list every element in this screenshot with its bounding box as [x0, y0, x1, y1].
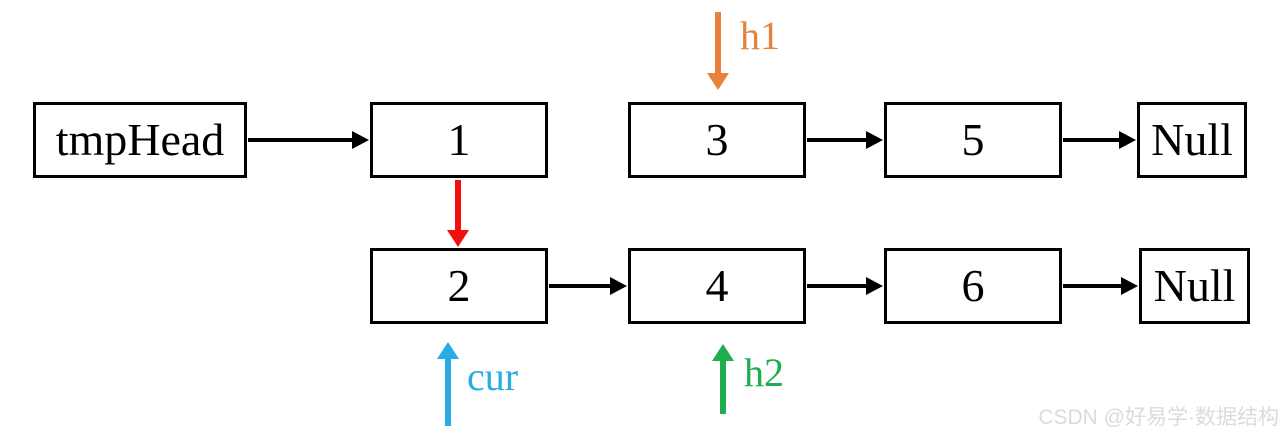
node-3: 3 [628, 102, 806, 178]
node-6: 6 [884, 248, 1062, 324]
link-arrow-tmphead-to-1 [248, 131, 369, 149]
arrow-head-icon [610, 277, 627, 295]
arrow-head-icon [352, 131, 369, 149]
arrow-head-icon [707, 73, 729, 90]
arrow-line [715, 12, 721, 73]
arrow-head-icon [447, 230, 469, 247]
arrow-head-icon [866, 277, 883, 295]
arrow-head-icon [712, 344, 734, 361]
node-null-bottom: Null [1139, 248, 1250, 324]
node-1: 1 [370, 102, 548, 178]
arrow-head-icon [437, 342, 459, 359]
node-tmphead: tmpHead [33, 102, 247, 178]
arrow-line [807, 138, 866, 142]
cur-pointer-arrow-icon [437, 342, 459, 426]
arrow-line [1063, 284, 1121, 288]
arrow-head-icon [1119, 131, 1136, 149]
h1-pointer-arrow-icon [707, 12, 729, 90]
arrow-line [1063, 138, 1119, 142]
arrow-line [455, 180, 461, 230]
link-arrow-3-to-5 [807, 131, 883, 149]
arrow-line [248, 138, 352, 142]
red-link-arrow-1-to-2-icon [447, 180, 469, 247]
node-2: 2 [370, 248, 548, 324]
arrow-line [549, 284, 610, 288]
link-arrow-2-to-4 [549, 277, 627, 295]
h2-pointer-label: h2 [744, 350, 784, 395]
arrow-line [445, 359, 451, 426]
cur-pointer-label: cur [467, 354, 519, 399]
link-arrow-4-to-6 [807, 277, 883, 295]
arrow-line [720, 361, 726, 414]
h1-pointer-label: h1 [740, 13, 780, 58]
arrow-head-icon [1121, 277, 1138, 295]
link-arrow-5-to-null [1063, 131, 1136, 149]
csdn-watermark: CSDN @好易学·数据结构 [1038, 406, 1279, 429]
h2-pointer-arrow-icon [712, 344, 734, 414]
node-4: 4 [628, 248, 806, 324]
node-5: 5 [884, 102, 1062, 178]
node-null-top: Null [1137, 102, 1247, 178]
link-arrow-6-to-null [1063, 277, 1138, 295]
arrow-head-icon [866, 131, 883, 149]
arrow-line [807, 284, 866, 288]
